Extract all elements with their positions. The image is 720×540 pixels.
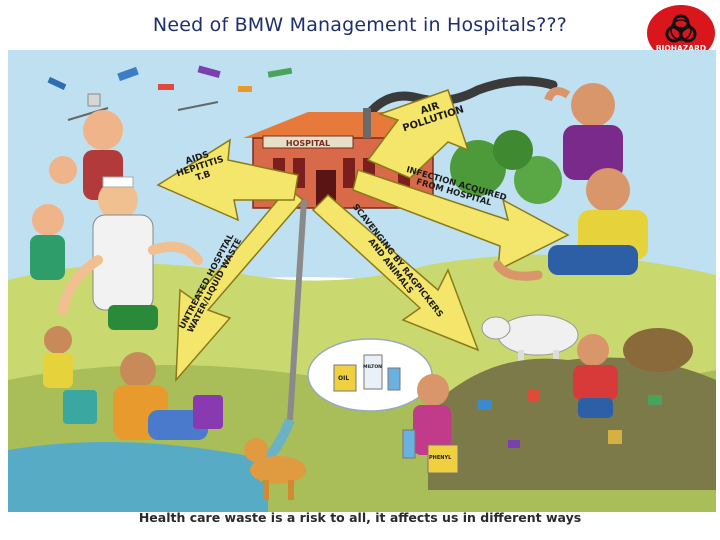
garbage-heap (428, 328, 716, 490)
ragpicker-child (573, 334, 618, 418)
illustration: HOSPITAL (8, 50, 716, 512)
biohazard-label: BIOHAZARD (655, 44, 707, 53)
waste-cartoon: HOSPITAL (8, 50, 716, 512)
hospital-sign: HOSPITAL (286, 139, 330, 148)
waste-pipe (287, 199, 307, 421)
sick-man (493, 168, 648, 281)
dog (244, 438, 306, 500)
label-bottle-oil: OIL (338, 375, 350, 382)
arrow-liquid-waste (175, 186, 305, 383)
goat (481, 314, 579, 370)
label-bottle-milton: MILTON (363, 365, 382, 370)
arrow-infection (352, 169, 570, 272)
arrow-scavenging (311, 193, 480, 352)
thought-bubble (307, 338, 433, 412)
slide-title: Need of BMW Management in Hospitals??? (152, 14, 568, 36)
girl-with-bottles (402, 374, 459, 474)
biohazard-icon (647, 5, 715, 61)
label-bottle-phenyl: PHENYL (429, 455, 452, 461)
doctor-and-patients (30, 110, 203, 330)
biohazard-badge: BIOHAZARD (646, 4, 716, 62)
flying-waste (47, 65, 293, 121)
woman-washing (8, 326, 268, 512)
arrow-diseases (156, 138, 299, 222)
slide-caption: Health care waste is a risk to all, it a… (138, 510, 582, 525)
arrow-air-pollution (366, 89, 470, 179)
coughing-man (544, 83, 623, 180)
